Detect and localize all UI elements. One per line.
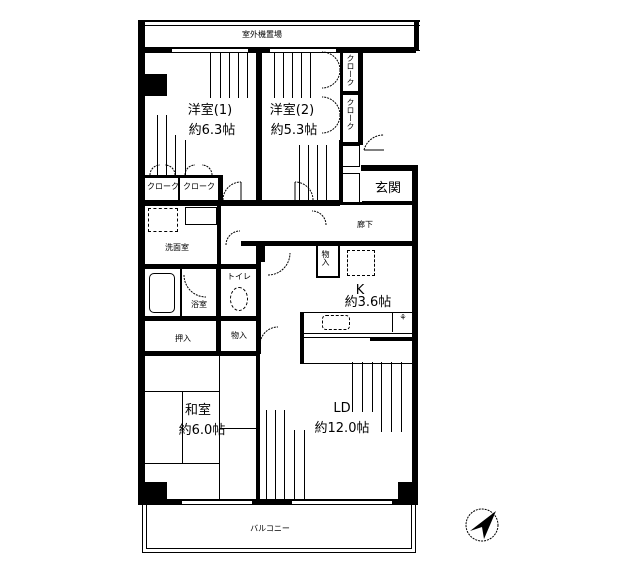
toilet-bowl (230, 287, 248, 311)
storage-3-box (316, 246, 340, 278)
wall-western-divider (256, 50, 262, 205)
western-room-2-name: 洋室(2) (269, 103, 315, 118)
shoebox-1 (343, 145, 360, 167)
kitchen-name: K (355, 283, 365, 298)
wall-entrance-top (361, 165, 418, 171)
western-room-2-size: 約5.3帖 (270, 123, 318, 138)
wall-bathroom-bottom (145, 316, 260, 321)
western-room-1-size: 約6.3帖 (188, 123, 236, 138)
washing-machine-space (148, 208, 178, 232)
wall-washroom-bottom (145, 264, 260, 269)
cabinet (303, 337, 412, 364)
wall-western1-bottom (145, 175, 221, 178)
wall-corridor-top (145, 200, 340, 206)
balcony-label: バルコニー (250, 524, 290, 533)
wall-corridor-bottom (241, 241, 412, 246)
wall-closet-mid (340, 91, 362, 95)
outer-wall-right-top (414, 20, 419, 50)
window-bottom-1 (182, 500, 252, 505)
outer-wall-left (138, 20, 145, 505)
closet-a (145, 178, 180, 200)
closet-a-label: クローク (147, 182, 179, 191)
window-bottom-2 (292, 500, 392, 505)
closet-d-label: クローク (346, 98, 355, 130)
column-bottom-left (145, 482, 167, 500)
wall-storage1-bottom (145, 351, 260, 356)
entrance-step (362, 201, 412, 202)
japanese-room-size: 約6.0帖 (178, 423, 226, 438)
storage-2-label: 物入 (231, 331, 247, 340)
sink (322, 315, 350, 330)
western-room-1-name: 洋室(1) (187, 103, 233, 118)
wall-japanese-right (256, 354, 260, 504)
entrance-label: 玄関 (374, 181, 401, 196)
closet-b-label: クローク (183, 182, 215, 191)
living-dining-size: 約12.0帖 (314, 421, 370, 436)
window-top-1 (172, 48, 248, 53)
wall-bathroom-right (216, 264, 221, 354)
japanese-room-name: 和室 (184, 403, 211, 418)
washroom-label: 洗面室 (165, 243, 189, 252)
north-arrow-icon (464, 507, 500, 543)
outer-wall-right (412, 170, 418, 505)
wall-washroom-right (217, 205, 221, 265)
column-top-left (145, 74, 167, 96)
washbasin (185, 207, 217, 225)
toilet-label: トイレ (227, 272, 251, 281)
kitchen-size: 約3.6帖 (344, 295, 392, 310)
living-dining-name: LD (333, 401, 351, 416)
storage-3-label: 物入 (321, 250, 330, 266)
wall-bath-divider (180, 269, 182, 317)
wall-closet-outer (358, 50, 363, 145)
outdoor-unit-label: 室外機置場 (242, 30, 282, 39)
storage-1-label: 押入 (175, 334, 191, 343)
column-bottom-right (398, 482, 413, 500)
outer-wall-bottom (138, 499, 418, 505)
closet-c-label: クローク (346, 54, 355, 86)
bathtub (149, 273, 175, 313)
wall-kitchen-left (260, 241, 265, 262)
bathroom-label: 浴室 (191, 300, 207, 309)
stove: ⚘ (392, 313, 413, 332)
window-top-2 (270, 48, 336, 53)
counter-divider (370, 337, 412, 341)
wall-toilet-right (256, 246, 261, 354)
wall-closet-bottom (340, 142, 362, 145)
hallway-label: 廊下 (357, 220, 373, 229)
wall-shoebox-left (340, 142, 343, 202)
wall-corridor-top-right (339, 202, 412, 205)
balcony (142, 505, 416, 553)
wall-closet-right (340, 50, 343, 145)
kitchen-counter (303, 312, 412, 334)
fridge-space (347, 250, 375, 276)
tatami-grid (145, 356, 256, 500)
wall-closet-b-right (218, 175, 223, 205)
stove-burner-icon: ⚘ (399, 313, 407, 322)
counter-left-wall (300, 312, 304, 364)
